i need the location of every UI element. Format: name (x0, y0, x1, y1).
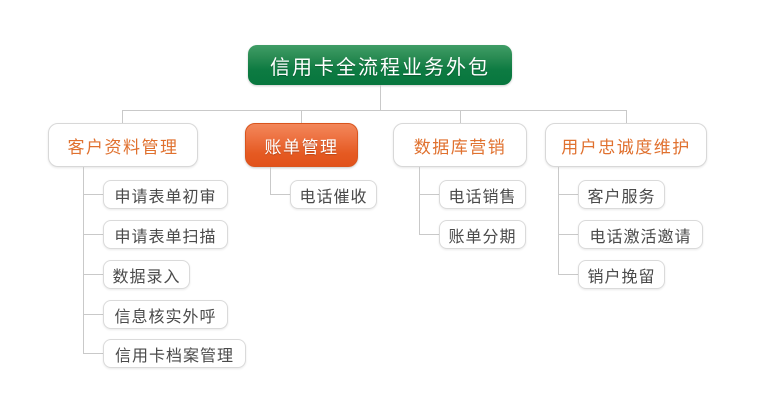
connector-drop-branch-4 (626, 110, 627, 123)
connector-trunk-branch-4 (558, 167, 559, 274)
leaf-node-label: 申请表单初审 (114, 188, 217, 206)
connector-stub-2-1 (270, 194, 290, 195)
root-node-credit-card-outsourcing[interactable]: 信用卡全流程业务外包 (248, 45, 512, 85)
leaf-node-label: 销户挽留 (587, 268, 656, 286)
leaf-node-label: 数据录入 (112, 268, 181, 286)
leaf-node-application-form-scan[interactable]: 申请表单扫描 (103, 220, 228, 249)
leaf-node-label: 电话催收 (299, 188, 368, 206)
connector-drop-branch-3 (460, 110, 461, 123)
leaf-node-customer-service[interactable]: 客户服务 (578, 180, 665, 209)
connector-root-stem (380, 85, 381, 110)
connector-stub-3-1 (419, 194, 439, 195)
branch-node-label: 客户资料管理 (67, 137, 179, 157)
connector-stub-4-2 (558, 234, 578, 235)
leaf-node-phone-activation-invitation[interactable]: 电话激活邀请 (578, 220, 703, 249)
branch-node-user-loyalty-maintenance[interactable]: 用户忠诚度维护 (545, 123, 707, 167)
connector-trunk-branch-1 (83, 167, 84, 353)
branch-node-customer-data-management[interactable]: 客户资料管理 (48, 123, 198, 167)
leaf-node-label: 信息核实外呼 (114, 308, 217, 326)
connector-drop-branch-2 (301, 110, 302, 123)
leaf-node-label: 客户服务 (587, 188, 656, 206)
leaf-node-telemarketing[interactable]: 电话销售 (439, 180, 526, 209)
leaf-node-bill-installment[interactable]: 账单分期 (439, 220, 526, 249)
leaf-node-account-closure-retention[interactable]: 销户挽留 (578, 260, 665, 289)
branch-node-billing-management[interactable]: 账单管理 (245, 123, 358, 167)
connector-stub-4-3 (558, 274, 578, 275)
connector-stub-1-5 (83, 353, 103, 354)
leaf-node-label: 电话激活邀请 (589, 228, 692, 246)
branch-node-label: 账单管理 (264, 137, 339, 157)
connector-stub-3-2 (419, 234, 439, 235)
branch-node-database-marketing[interactable]: 数据库营销 (393, 123, 527, 167)
connector-stub-1-2 (83, 234, 103, 235)
leaf-node-information-verification-outbound-call[interactable]: 信息核实外呼 (103, 300, 228, 329)
root-node-label: 信用卡全流程业务外包 (270, 56, 490, 79)
connector-drop-branch-1 (122, 110, 123, 123)
leaf-node-credit-card-file-management[interactable]: 信用卡档案管理 (103, 339, 246, 368)
leaf-node-label: 电话销售 (448, 188, 517, 206)
connector-trunk-branch-3 (419, 167, 420, 234)
connector-level2-bus (122, 110, 626, 111)
leaf-node-label: 账单分期 (448, 228, 517, 246)
leaf-node-data-entry[interactable]: 数据录入 (103, 260, 190, 289)
branch-node-label: 用户忠诚度维护 (561, 137, 691, 157)
leaf-node-phone-collection[interactable]: 电话催收 (290, 180, 377, 209)
connector-trunk-branch-2 (270, 167, 271, 194)
connector-stub-1-4 (83, 314, 103, 315)
connector-stub-1-3 (83, 274, 103, 275)
connector-stub-1-1 (83, 194, 103, 195)
leaf-node-label: 信用卡档案管理 (114, 347, 234, 365)
leaf-node-application-form-review[interactable]: 申请表单初审 (103, 180, 228, 209)
leaf-node-label: 申请表单扫描 (114, 228, 217, 246)
connector-stub-4-1 (558, 194, 578, 195)
branch-node-label: 数据库营销 (413, 137, 507, 157)
